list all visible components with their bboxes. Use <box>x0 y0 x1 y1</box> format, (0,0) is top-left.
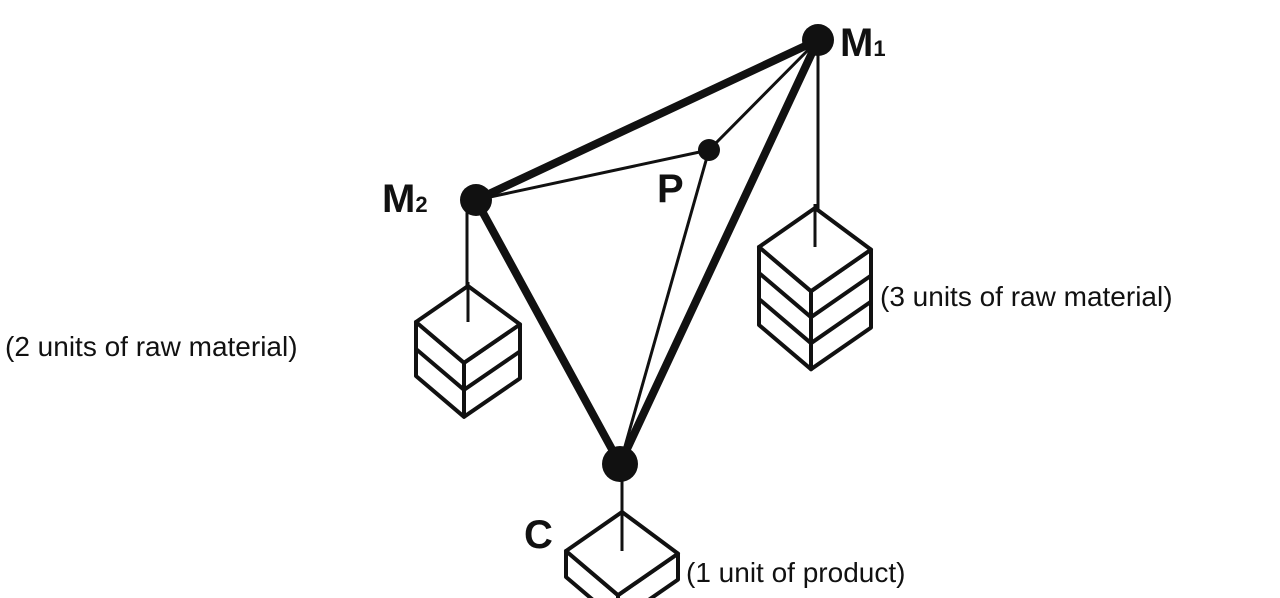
annotation-m2-weight: (2 units of raw material) <box>5 331 298 362</box>
edge-m2-c <box>472 196 624 468</box>
label-c: C <box>524 513 553 557</box>
box-layer-divider-m2 <box>414 347 522 393</box>
connector-p-m2 <box>474 148 711 202</box>
box-top-face-m2 <box>414 284 522 365</box>
annotation-m1-weight: (3 units of raw material) <box>880 281 1173 312</box>
connector-p-c <box>618 148 711 466</box>
label-m1: M1 <box>840 21 886 65</box>
label-m2: M2 <box>382 177 428 221</box>
weight-stack-m2 <box>414 282 522 419</box>
node-dot-c <box>602 446 638 482</box>
edge-c-m1 <box>616 36 822 468</box>
node-dot-p <box>698 139 720 161</box>
node-dot-m1 <box>802 24 834 56</box>
triangle-edges <box>472 36 822 468</box>
node-dot-m2 <box>460 184 492 216</box>
box-layer-divider-m1 <box>757 271 873 320</box>
annotation-c-weight: (1 unit of product) <box>686 557 905 588</box>
box-top-face-c <box>564 510 680 598</box>
connector-p-m1 <box>707 38 820 152</box>
edge-m1-m2 <box>472 36 822 204</box>
label-p: P <box>657 167 684 211</box>
weight-stack-m1 <box>757 204 873 372</box>
p-connectors <box>474 38 820 466</box>
box-layer-divider-m1 <box>757 297 873 346</box>
weight-stack-c <box>564 508 680 598</box>
box-top-face-m1 <box>757 206 873 294</box>
